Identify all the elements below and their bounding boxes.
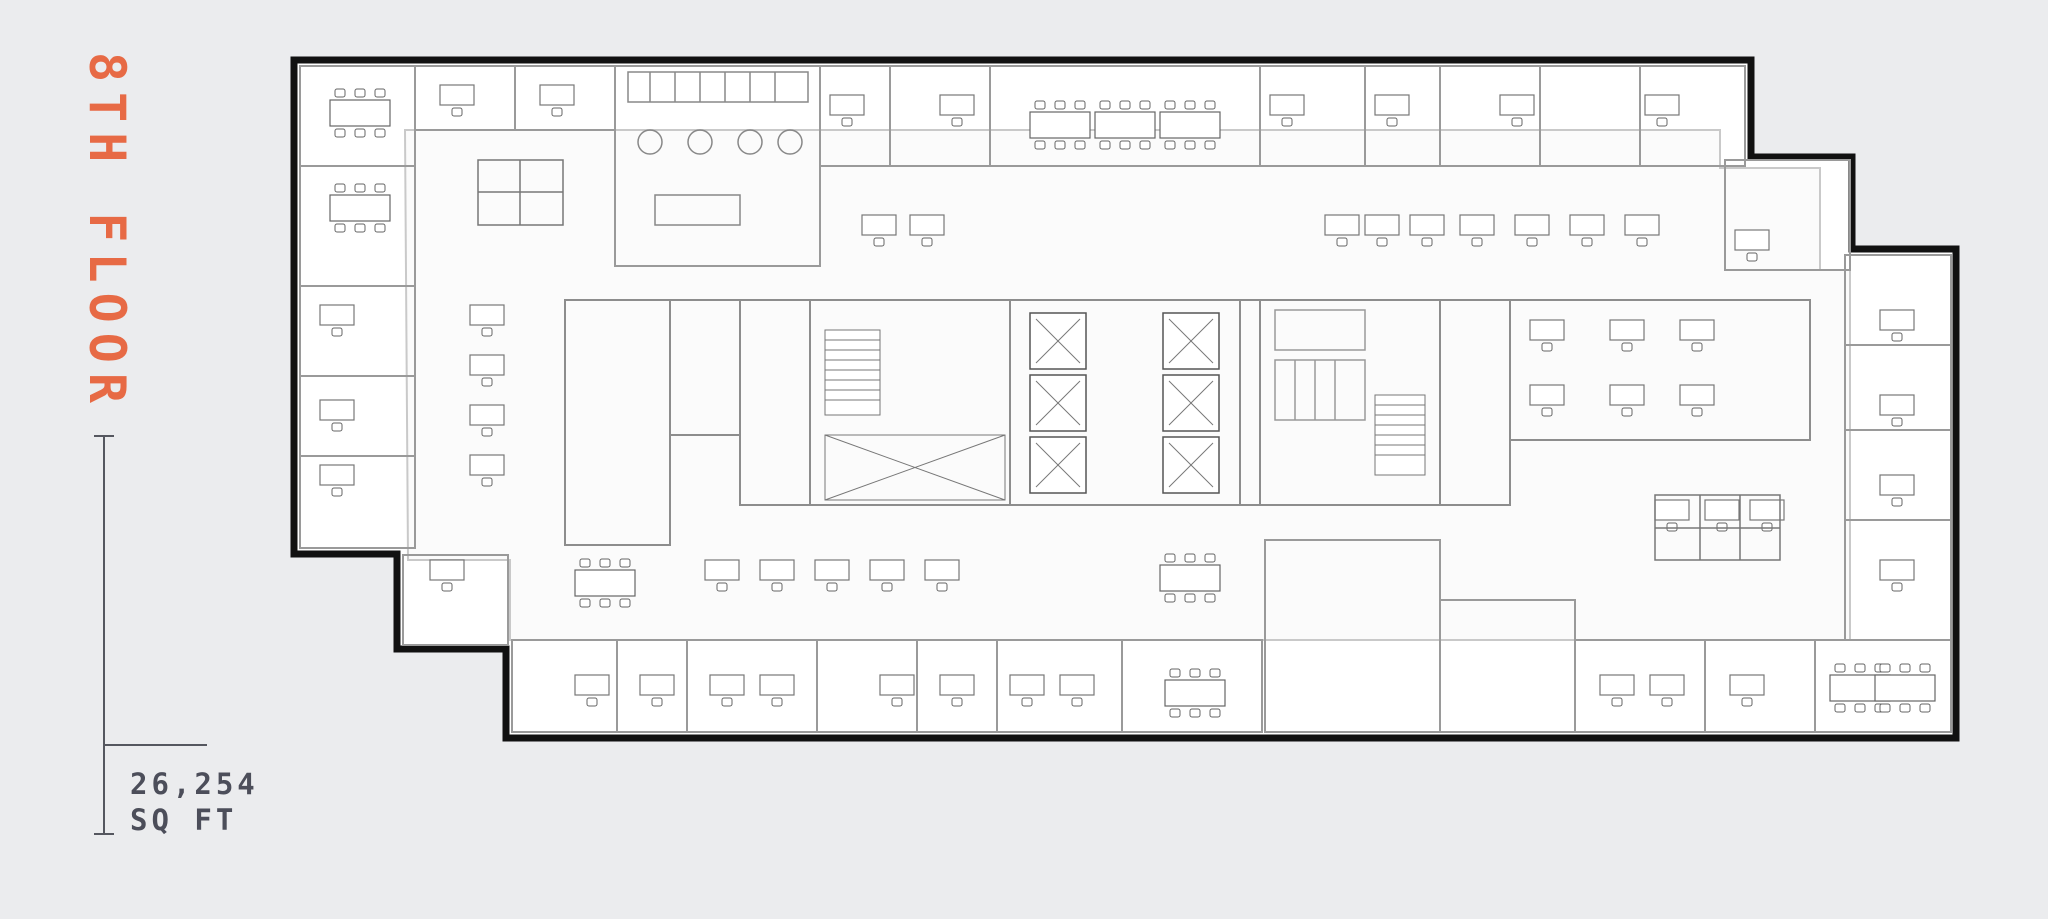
scale-bar-cap-top [94,435,114,437]
restrooms [1274,309,1366,421]
bottom-offices [511,539,1952,733]
scale-bar-vertical [103,435,105,835]
left-offices [299,165,509,646]
area-value: 26,254 [130,767,259,801]
scale-bar-cap-bottom [94,833,114,835]
stairs [824,329,1426,476]
right-offices [1724,159,1952,641]
pantry [627,71,809,226]
building-core [564,299,1811,546]
floor-title: 8TH FLOOR [78,52,136,413]
top-offices [299,65,1746,267]
scale-bar-tick [103,744,207,746]
workstation-clusters [477,159,1781,561]
shaft [824,434,1006,501]
area-unit: SQ FT [130,803,238,837]
area-label: 26,254 SQ FT [130,766,259,838]
